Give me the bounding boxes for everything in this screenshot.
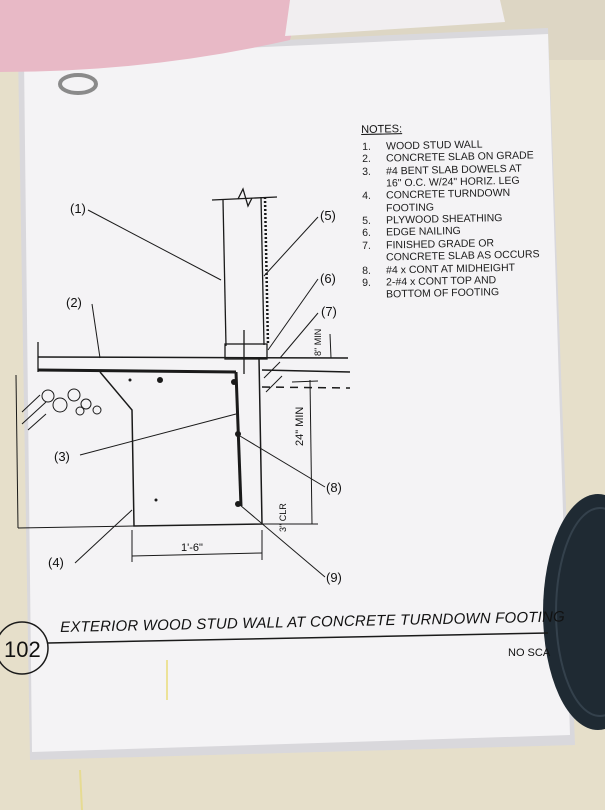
callout-3: (3) [54, 449, 70, 464]
scale-note: NO SCA [508, 647, 551, 659]
note-number: 1. [362, 140, 372, 153]
note-number: 8. [362, 264, 372, 277]
note-text: EDGE NAILING [385, 225, 461, 239]
depth-dimension: 24" MIN [294, 406, 306, 446]
break-symbol [237, 187, 253, 208]
depth-dim-line [309, 379, 313, 525]
note-number [362, 298, 386, 299]
note-number: 7. [362, 239, 372, 252]
note-number: 5. [362, 214, 372, 228]
stud-left-line [222, 199, 227, 347]
slab-dim-line [329, 333, 332, 359]
title-underline [47, 632, 549, 644]
clear-dimension: 3" CLR [278, 503, 288, 532]
note-number: 4. [362, 190, 372, 203]
binder-ring-icon [58, 73, 98, 95]
callout-2: (2) [66, 295, 82, 310]
callout-7: (7) [321, 304, 337, 319]
detail-number: 102 [4, 637, 41, 662]
callout-5: (5) [320, 208, 336, 223]
dowel-vertical [234, 371, 243, 507]
callout-4: (4) [48, 555, 64, 570]
leader-8 [239, 435, 326, 488]
leader-9 [239, 504, 326, 578]
section-drawing [0, 187, 549, 675]
leader-4 [74, 509, 133, 564]
leader-7 [279, 312, 319, 359]
leader-2 [91, 303, 101, 359]
leader-5 [263, 216, 319, 277]
callout-6: (6) [320, 271, 336, 286]
rebar-dots [128, 377, 241, 507]
note-number [362, 261, 386, 262]
sill-plate [224, 343, 268, 360]
grade-dashed [261, 386, 351, 389]
pink-sheet [0, 0, 300, 72]
note-number: 3. [362, 165, 372, 178]
highlighter-mark [79, 769, 83, 810]
plywood-sheathing [263, 196, 270, 346]
grade-line [261, 369, 351, 373]
leader-3 [79, 413, 237, 456]
callout-1: (1) [70, 201, 86, 216]
note-number [362, 211, 386, 212]
callout-8: (8) [326, 480, 342, 495]
note-number: 2. [362, 153, 372, 166]
notes-heading: NOTES: [361, 123, 403, 136]
note-number: 6. [362, 227, 372, 240]
slab-rebar-line [37, 368, 237, 374]
note-number: 9. [362, 276, 372, 289]
note-number [362, 187, 386, 188]
slab-dimension: 8" MIN [313, 328, 323, 356]
stud-right-line [260, 196, 265, 346]
dark-disc [543, 494, 605, 730]
leader-6 [267, 278, 319, 351]
callout-9: (9) [326, 570, 342, 585]
upper-sheet-edge [285, 0, 505, 36]
slab-top-line [37, 356, 349, 359]
leader-1 [87, 209, 222, 281]
width-dimension: 1'-6" [181, 542, 203, 554]
detail-bubble [0, 621, 49, 675]
note-text: FOOTING [385, 201, 435, 215]
drawing-paper [24, 34, 570, 752]
disc-rim [555, 507, 605, 717]
width-dim-line [131, 552, 263, 557]
